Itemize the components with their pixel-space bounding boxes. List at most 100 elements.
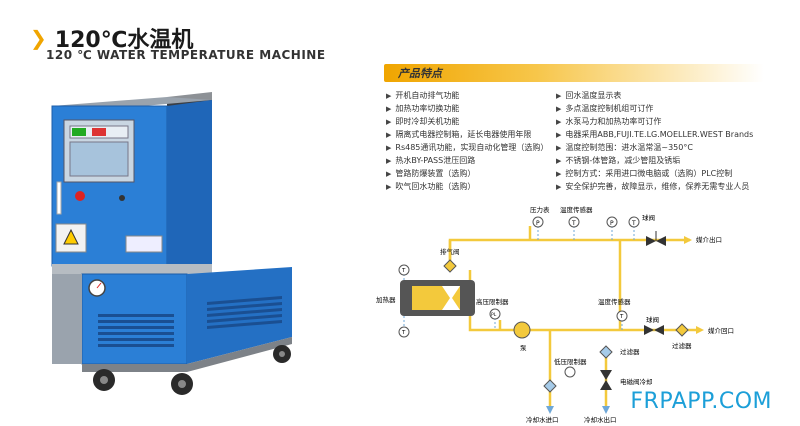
nameplate <box>125 235 163 253</box>
feature-item: ▶即时冷却关机功能 <box>386 117 460 126</box>
upper-cabinet-side <box>167 100 212 266</box>
feature-item: ▶水泵马力和加热功率可订作 <box>556 117 662 126</box>
heater-element <box>442 286 460 310</box>
triangle-bullet-icon: ▶ <box>556 92 562 100</box>
triangle-bullet-icon: ▶ <box>386 157 392 165</box>
arrow-down-icon <box>546 406 554 414</box>
triangle-bullet-icon: ▶ <box>556 183 562 191</box>
pl-symbol: PL <box>491 312 497 318</box>
t-symbol: T <box>619 314 624 320</box>
pipe-fitting <box>56 181 62 215</box>
feature-item: ▶安全保护完善，故障显示，维修，保养无需专业人员 <box>556 182 750 191</box>
feature-item: ▶多点温度控制机组可订作 <box>556 104 654 113</box>
emergency-button <box>75 191 85 201</box>
triangle-bullet-icon: ▶ <box>386 170 392 178</box>
feature-item: ▶隔离式电器控制箱，延长电器使用年限 <box>386 130 532 139</box>
feature-item: ▶回水温度显示表 <box>556 91 622 100</box>
filter-icon-mid <box>599 345 613 359</box>
pipes <box>448 226 700 406</box>
t-symbol: T <box>631 220 636 227</box>
triangle-bullet-icon: ▶ <box>556 144 562 152</box>
label-pump: 泵 <box>520 344 527 352</box>
label-heater: 加热器 <box>376 295 396 304</box>
feature-item: ▶开机自动排气功能 <box>386 91 460 100</box>
triangle-bullet-icon: ▶ <box>386 183 392 191</box>
ball-valve-icon-half <box>654 325 664 335</box>
schematic-diagram: P T P T 压力表 温度传感器 球阀 媒介出口 排气阀 加热器 T T 高压… <box>376 205 734 424</box>
triangle-bullet-icon: ▶ <box>386 131 392 139</box>
features-heading: 产品特点 <box>398 67 442 80</box>
base-frame <box>82 337 292 372</box>
feature-item: ▶Rs485通讯功能，实现自动化管理（选购） <box>386 143 549 152</box>
arrow-down-icon <box>602 406 610 414</box>
t-symbol: T <box>401 330 406 336</box>
label-medium-out: 媒介出口 <box>696 235 722 244</box>
solenoid-valve-icon <box>600 370 612 380</box>
feature-item: ▶热水BY-PASS泄压回路 <box>386 156 476 165</box>
feature-item: ▶加热功率切换功能 <box>386 104 460 113</box>
pump-icon <box>513 321 531 339</box>
flow-arrow-icon <box>696 326 704 334</box>
top-sensors <box>532 216 640 228</box>
lower-cabinet-left <box>52 274 82 364</box>
triangle-bullet-icon: ▶ <box>556 118 562 126</box>
label-temp-sensor: 温度传感器 <box>560 205 593 214</box>
t-symbol: T <box>401 268 406 274</box>
triangle-bullet-icon: ▶ <box>386 144 392 152</box>
warning-label <box>55 223 87 253</box>
high-pressure-limiter-icon <box>489 308 501 320</box>
label-low-pressure-limiter: 低压限制器 <box>554 357 587 366</box>
panel-schematic <box>69 141 129 177</box>
features-heading-bar: 产品特点 <box>384 64 764 82</box>
label-high-pressure-limiter: 高压限制器 <box>476 297 509 306</box>
solenoid-valve-icon-half <box>600 380 612 390</box>
label-pressure-gauge: 压力表 <box>530 205 550 214</box>
watermark: FRPAPP.COM <box>630 389 772 414</box>
page-subtitle: 120 ℃ WATER TEMPERATURE MACHINE <box>46 48 326 62</box>
chevron-right-icon: ❯ <box>30 26 47 50</box>
label-ball-valve: 球阀 <box>642 213 655 222</box>
front-vents <box>98 314 174 347</box>
triangle-bullet-icon: ▶ <box>556 170 562 178</box>
feature-item: ▶不锈钢-体管路，减少管阻及锈垢 <box>556 156 681 165</box>
title-row: ❯ 120℃水温机 <box>30 22 193 54</box>
exhaust-valve-icon <box>443 259 457 273</box>
ball-valve-icon <box>646 236 656 246</box>
cooling-in-filter-icon <box>543 379 557 393</box>
label-filter-mid: 过滤器 <box>620 347 640 356</box>
triangle-bullet-icon: ▶ <box>556 105 562 113</box>
t-symbol: T <box>571 220 576 227</box>
triangle-bullet-icon: ▶ <box>556 157 562 165</box>
triangle-bullet-icon: ▶ <box>386 92 392 100</box>
feature-item: ▶吹气回水功能（选购） <box>386 182 476 191</box>
side-vents <box>207 296 282 329</box>
feature-item: ▶电器采用ABB,FUJI.TE.LG.MOELLER.WEST Brands <box>556 130 754 139</box>
triangle-bullet-icon: ▶ <box>556 131 562 139</box>
gauge-needle <box>96 282 102 289</box>
led-display-2 <box>92 128 106 136</box>
label-temp-sensor-mid: 温度传感器 <box>598 297 631 306</box>
p-symbol: P <box>536 220 540 227</box>
label-medium-return: 媒介回口 <box>708 326 734 335</box>
low-pressure-limiter-icon <box>564 366 576 378</box>
flow-arrow-icon <box>684 236 692 244</box>
label-cooling-out: 冷却水出口 <box>584 415 617 424</box>
page-title: 120℃水温机 <box>54 28 194 53</box>
led-display <box>72 128 86 136</box>
heater-bottom-sensor <box>398 326 410 338</box>
p-symbol: P <box>610 220 614 227</box>
triangle-bullet-icon: ▶ <box>386 105 392 113</box>
label-filter-right: 过滤器 <box>672 341 692 350</box>
label-ball-valve-mid: 球阀 <box>646 315 659 324</box>
label-cooling-in: 冷却水进口 <box>526 415 559 424</box>
feature-item: ▶温度控制范围：进水温常温~350°C <box>556 143 693 152</box>
filter-icon <box>675 323 689 337</box>
switch-knob <box>119 195 125 201</box>
ball-valve-icon <box>644 325 654 335</box>
triangle-bullet-icon: ▶ <box>386 118 392 126</box>
caster-wheels <box>93 345 291 395</box>
feature-item: ▶管路防爆装置（选购） <box>386 169 476 178</box>
lower-cabinet-side <box>187 267 292 364</box>
mid-temp-sensor <box>616 310 628 322</box>
